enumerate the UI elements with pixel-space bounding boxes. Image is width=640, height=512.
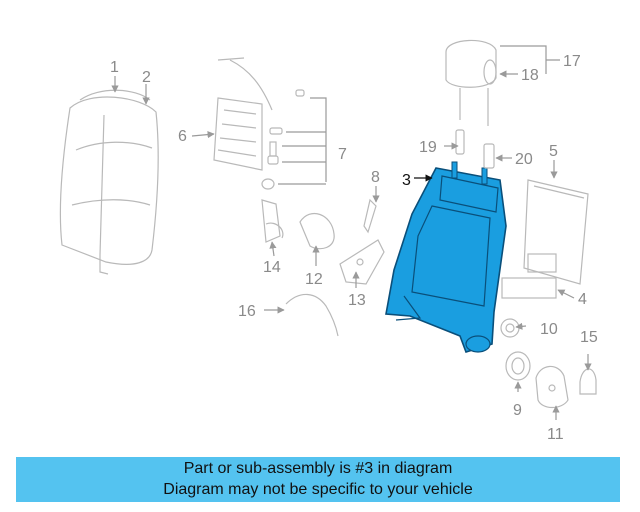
callout-labels: 1 2 3 4 5 6 7 8 9 10 11 12 13 14 15 16 1… <box>110 53 598 443</box>
callout-1: 1 <box>110 59 119 76</box>
leader-lines <box>111 45 592 420</box>
callout-9: 9 <box>513 402 522 419</box>
caption-line-1: Part or sub-assembly is #3 in diagram <box>183 460 453 477</box>
callout-5: 5 <box>549 143 558 160</box>
callout-10: 10 <box>540 321 558 338</box>
callout-6: 6 <box>178 128 187 145</box>
end-cap-part <box>579 368 597 395</box>
parts-diagram: 1 2 3 4 5 6 7 8 9 10 11 12 13 14 15 16 1… <box>59 39 598 443</box>
hardware-group <box>261 89 327 190</box>
callout-15: 15 <box>580 329 598 346</box>
knob-part <box>505 351 531 381</box>
callout-4: 4 <box>578 291 587 308</box>
headrest-guides <box>455 129 495 169</box>
callout-11: 11 <box>547 426 564 443</box>
wire-part <box>285 293 339 337</box>
rear-panel <box>523 179 589 285</box>
hook-part <box>261 199 284 243</box>
bracket-part <box>339 239 385 285</box>
callout-17: 17 <box>563 53 581 70</box>
caption-bar: Part or sub-assembly is #3 in diagram Di… <box>16 457 620 502</box>
cap-part <box>299 212 335 250</box>
seat-back-cover <box>59 89 159 275</box>
cover-part <box>535 365 569 409</box>
callout-16: 16 <box>238 303 256 320</box>
clip-part <box>363 198 377 234</box>
callout-12: 12 <box>305 271 323 288</box>
callout-19: 19 <box>419 139 437 156</box>
caption-line-2: Diagram may not be specific to your vehi… <box>163 481 473 498</box>
gear-part <box>500 318 520 338</box>
callout-8: 8 <box>371 169 380 186</box>
callout-20: 20 <box>515 151 533 168</box>
callout-13: 13 <box>348 292 366 309</box>
lumbar-support <box>213 57 273 171</box>
callout-3: 3 <box>402 172 411 189</box>
seat-back-frame-highlight <box>385 161 507 353</box>
callout-7: 7 <box>338 146 347 163</box>
callout-14: 14 <box>263 259 281 276</box>
trim-strip <box>501 277 557 299</box>
headrest <box>445 39 497 126</box>
callout-18: 18 <box>521 67 539 84</box>
callout-2: 2 <box>142 69 151 86</box>
